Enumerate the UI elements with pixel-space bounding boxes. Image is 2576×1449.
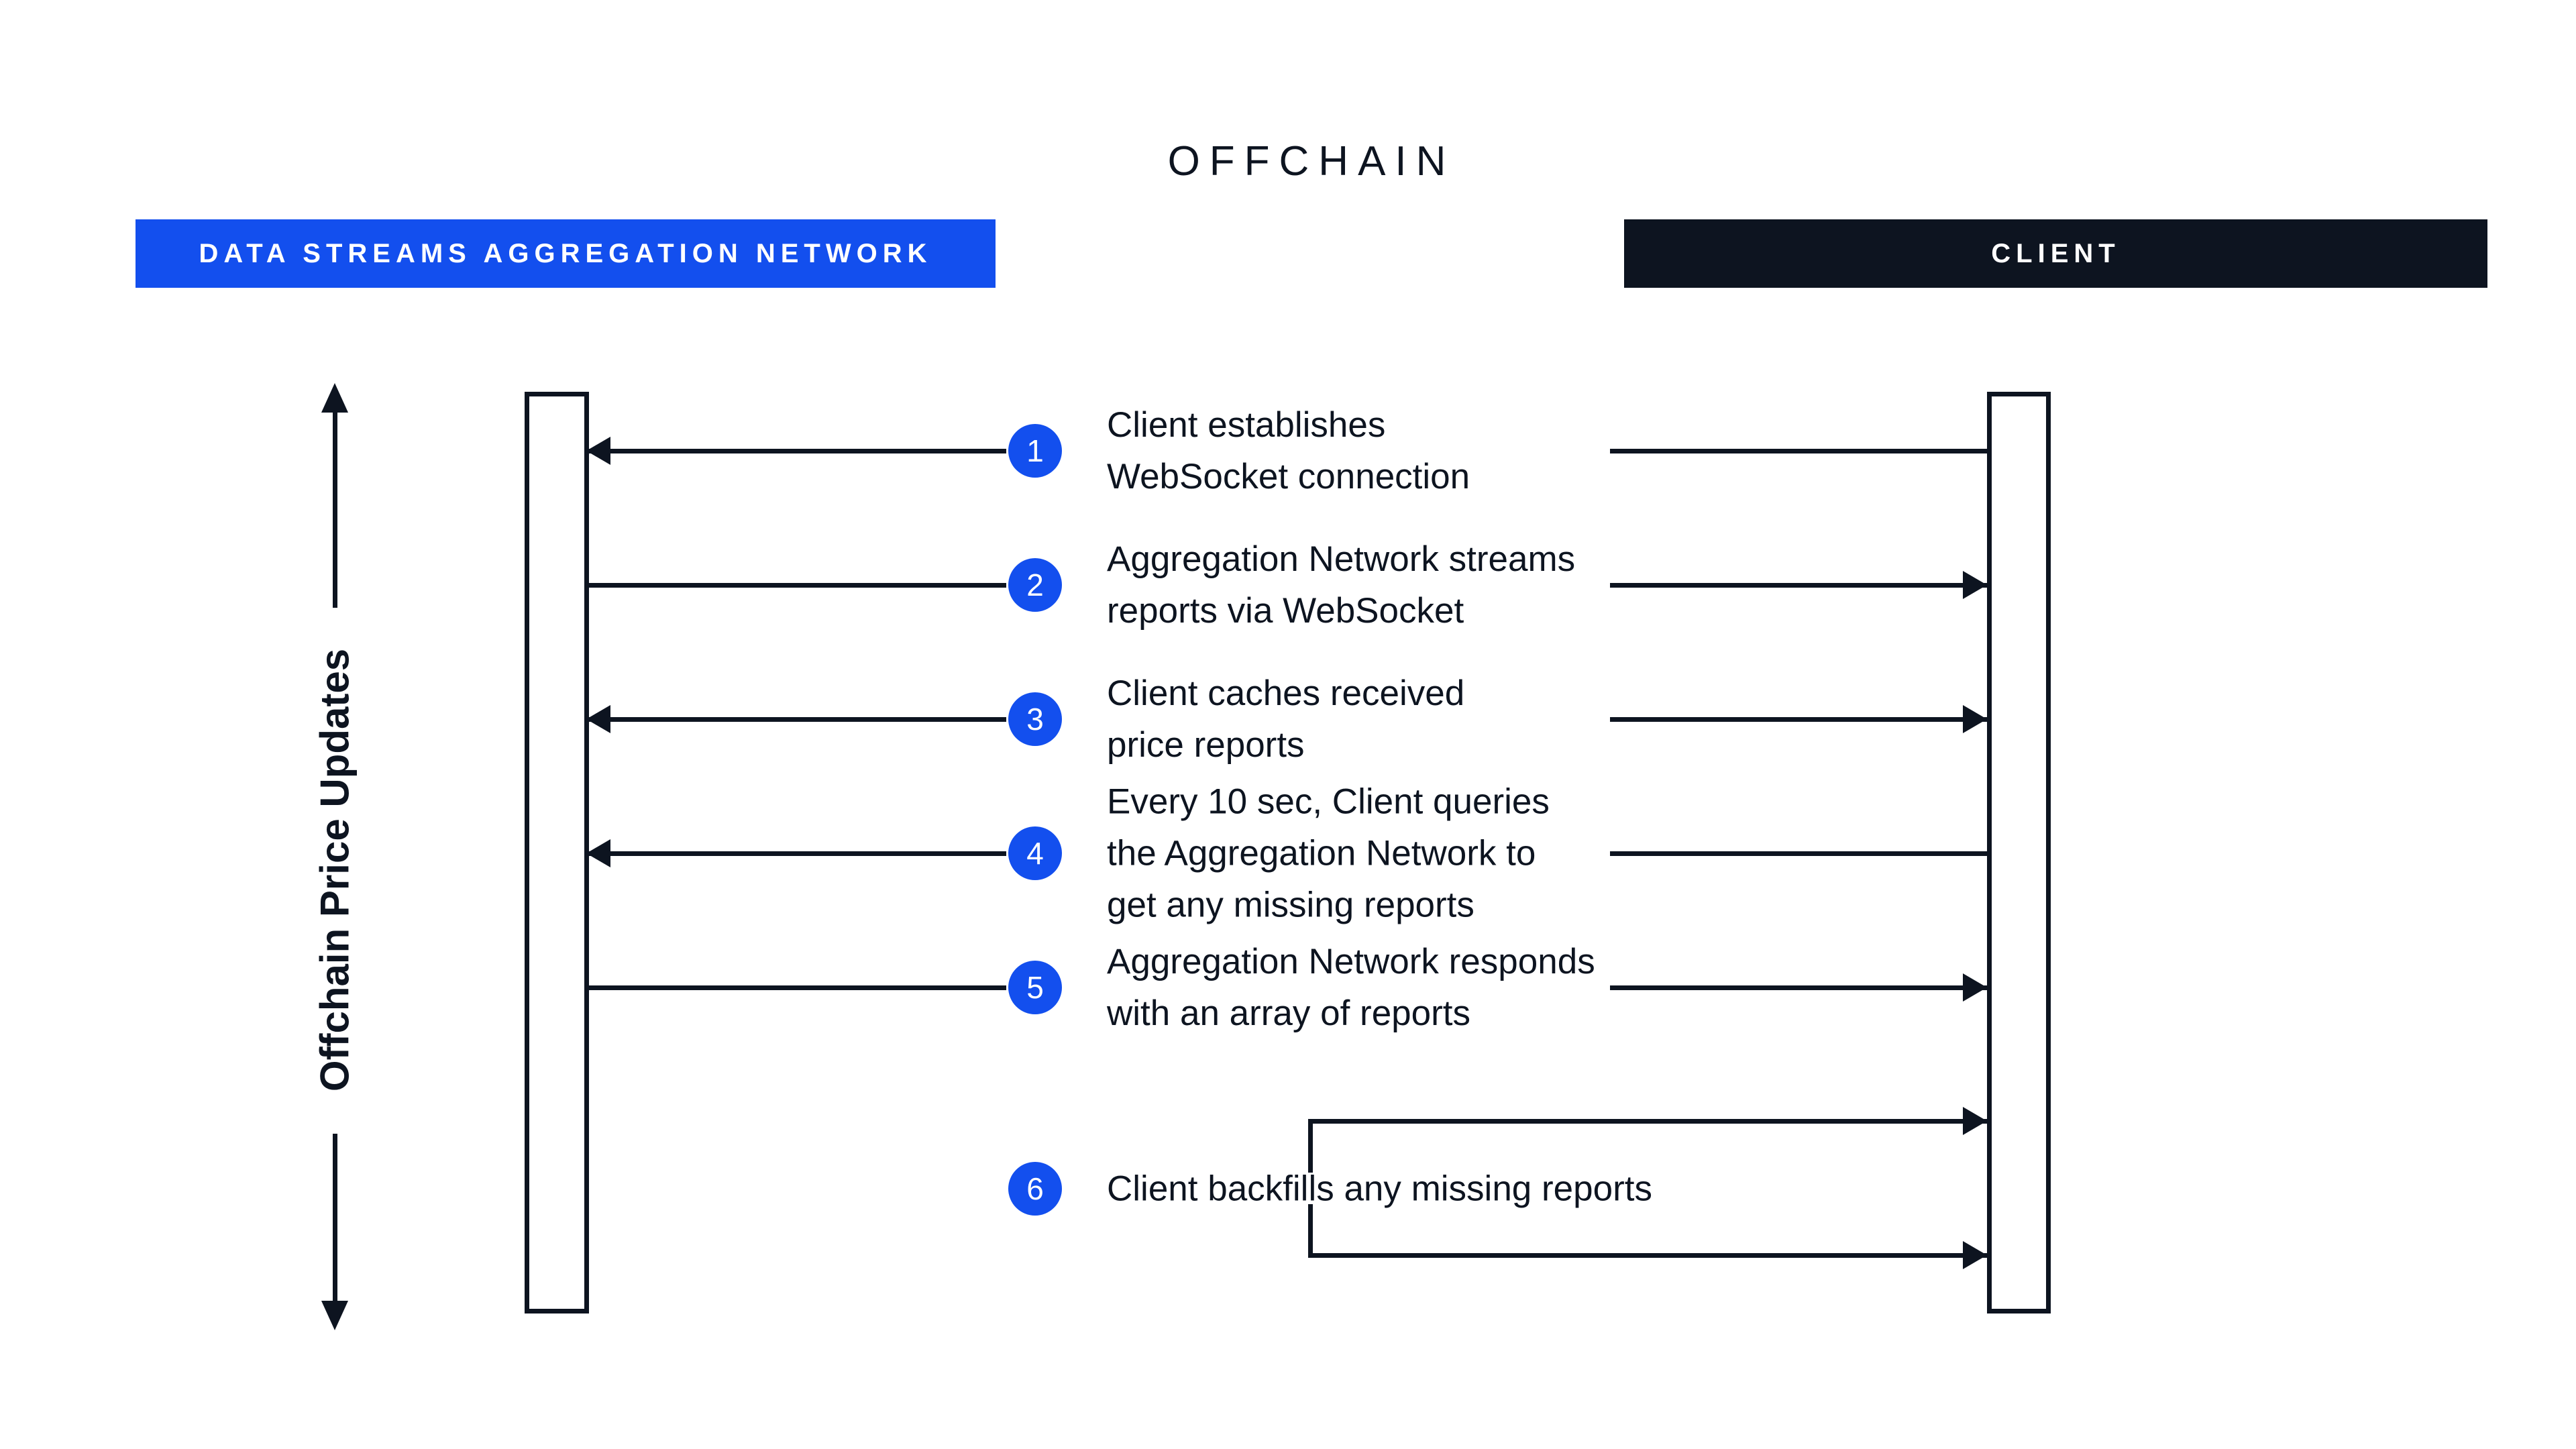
banner-client: CLIENT: [1624, 219, 2487, 288]
banner-aggregation-network: DATA STREAMS AGGREGATION NETWORK: [136, 219, 996, 288]
message-line-right: [1610, 717, 1987, 722]
step-number: 4: [1026, 836, 1044, 871]
step-number-badge: 3: [1008, 692, 1062, 746]
arrowhead-to-client-icon: [1963, 1107, 1987, 1135]
axis-line-top: [333, 410, 337, 608]
arrowhead-to-client-icon: [1963, 1241, 1987, 1269]
message-line-right: [1610, 851, 1987, 856]
step-number: 2: [1026, 568, 1044, 602]
backfill-line-bottom: [1308, 1253, 1987, 1258]
message-line-left: [589, 985, 1006, 990]
message-line-left: [589, 851, 1006, 856]
step-number-badge: 4: [1008, 826, 1062, 880]
arrowhead-to-client-icon: [1963, 973, 1987, 1002]
arrowhead-to-client-icon: [1963, 571, 1987, 599]
backfill-bracket-top-stub: [1308, 1119, 1313, 1173]
step-number-badge: 6: [1008, 1162, 1062, 1216]
arrowhead-to-client-icon: [1963, 705, 1987, 733]
step-text: Every 10 sec, Client queries the Aggrega…: [1107, 782, 1550, 925]
step-number: 1: [1026, 433, 1044, 468]
message-line-right: [1610, 583, 1987, 588]
message-line-left: [589, 583, 1006, 588]
message-line-left: [589, 717, 1006, 722]
step-number-badge: 5: [1008, 961, 1062, 1014]
page-title: OFFCHAIN: [1167, 138, 1456, 184]
step-number-badge: 2: [1008, 558, 1062, 612]
step-number: 3: [1026, 702, 1044, 737]
step-text: Client backfills any missing reports: [1107, 1169, 1652, 1209]
message-line-right: [1610, 449, 1987, 453]
backfill-line-top: [1308, 1119, 1987, 1124]
step-number: 5: [1026, 970, 1044, 1005]
backfill-bracket-bottom-stub: [1308, 1204, 1313, 1258]
arrowhead-to-network-icon: [586, 705, 610, 733]
message-line-right: [1610, 985, 1987, 990]
lifeline-aggregation-network: [525, 392, 589, 1313]
step-text: Client establishes WebSocket connection: [1107, 405, 1470, 496]
axis-arrow-up-icon: [321, 383, 348, 413]
banner-aggregation-network-label: DATA STREAMS AGGREGATION NETWORK: [199, 238, 932, 268]
message-line-left: [589, 449, 1006, 453]
arrowhead-to-network-icon: [586, 839, 610, 867]
arrowhead-to-network-icon: [586, 437, 610, 465]
banner-client-label: CLIENT: [1991, 238, 2121, 268]
step-number-badge: 1: [1008, 424, 1062, 478]
step-number: 6: [1026, 1171, 1044, 1206]
step-text: Client caches received price reports: [1107, 674, 1465, 765]
step-text: Aggregation Network responds with an arr…: [1107, 942, 1595, 1033]
axis-line-bottom: [333, 1134, 337, 1302]
axis-label: Offchain Price Updates: [312, 648, 358, 1092]
axis-arrow-down-icon: [321, 1301, 348, 1330]
step-text: Aggregation Network streams reports via …: [1107, 539, 1576, 631]
lifeline-client: [1987, 392, 2051, 1313]
